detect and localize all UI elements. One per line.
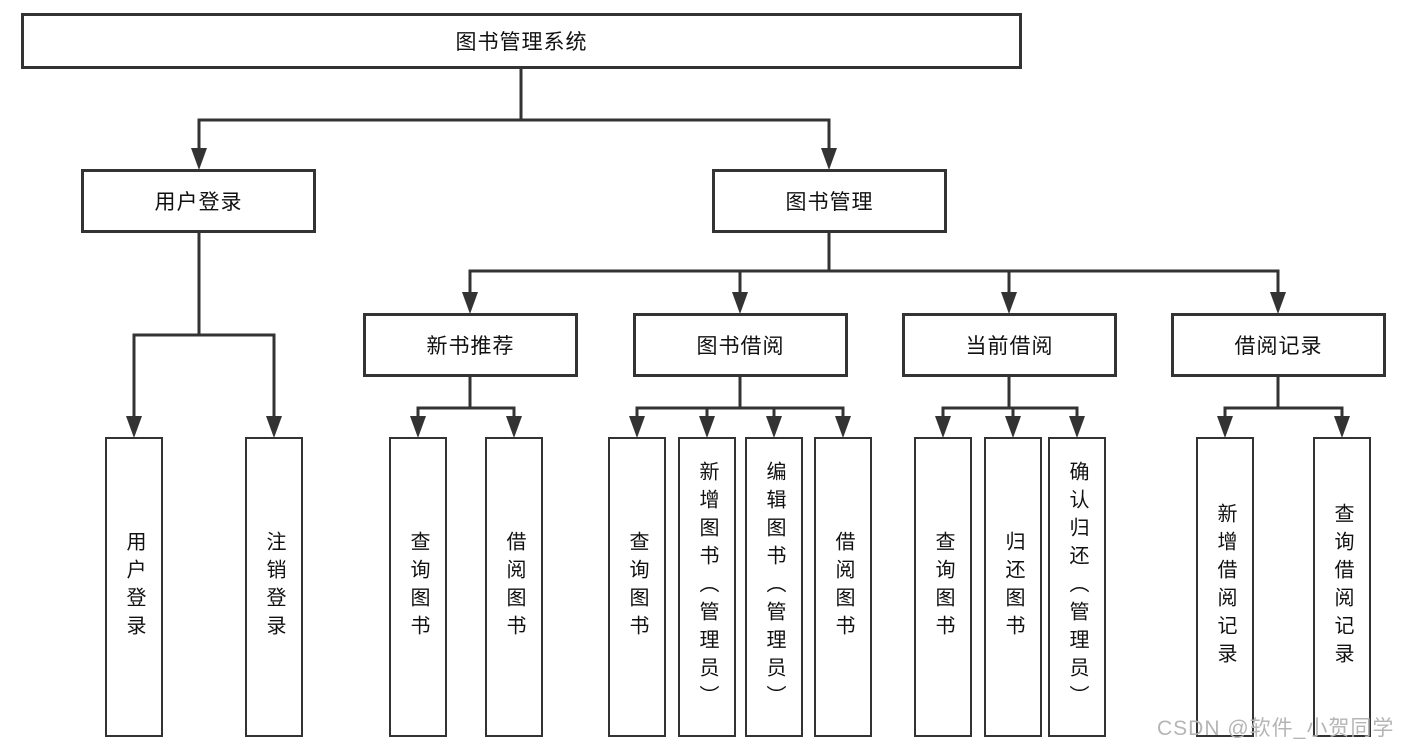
arrowhead-icon bbox=[732, 292, 748, 314]
leaf-recommend-query-books: 查询图书 bbox=[389, 437, 447, 737]
arrowhead-icon bbox=[1005, 416, 1021, 438]
leaf-current-return-books: 归还图书 bbox=[984, 437, 1042, 737]
leaf-borrow-add-books-admin: 新增图书（管理员） bbox=[678, 437, 736, 737]
leaf-borrow-borrow-books: 借阅图书 bbox=[814, 437, 872, 737]
arrowhead-icon bbox=[410, 416, 426, 438]
node-book-borrow: 图书借阅 bbox=[633, 313, 848, 377]
node-new-book-recommend: 新书推荐 bbox=[363, 313, 578, 377]
node-borrow-records: 借阅记录 bbox=[1171, 313, 1386, 377]
leaf-current-confirm-return-admin: 确认归还（管理员） bbox=[1048, 437, 1106, 737]
arrowhead-icon bbox=[266, 416, 282, 438]
arrowhead-icon bbox=[935, 416, 951, 438]
arrowhead-icon bbox=[835, 416, 851, 438]
arrowhead-icon bbox=[462, 292, 478, 314]
leaf-current-query-books: 查询图书 bbox=[914, 437, 972, 737]
leaf-user-login: 用户登录 bbox=[105, 437, 163, 737]
arrowhead-icon bbox=[1069, 416, 1085, 438]
arrowhead-icon bbox=[699, 416, 715, 438]
leaf-logout: 注销登录 bbox=[245, 437, 303, 737]
leaf-records-add-record: 新增借阅记录 bbox=[1196, 437, 1254, 737]
arrowhead-icon bbox=[126, 416, 142, 438]
arrowhead-icon bbox=[191, 148, 207, 170]
arrowhead-icon bbox=[629, 416, 645, 438]
arrowhead-icon bbox=[1001, 292, 1017, 314]
leaf-borrow-edit-books-admin: 编辑图书（管理员） bbox=[745, 437, 803, 737]
arrowhead-icon bbox=[506, 416, 522, 438]
node-book-management: 图书管理 bbox=[712, 169, 947, 233]
arrowhead-icon bbox=[766, 416, 782, 438]
arrowhead-icon bbox=[1334, 416, 1350, 438]
csdn-watermark: CSDN @软件_小贺同学 bbox=[1157, 717, 1395, 740]
node-current-borrow: 当前借阅 bbox=[902, 313, 1117, 377]
arrowhead-icon bbox=[1217, 416, 1233, 438]
node-root: 图书管理系统 bbox=[21, 13, 1022, 69]
node-user-login: 用户登录 bbox=[81, 169, 316, 233]
arrowhead-icon bbox=[821, 148, 837, 170]
leaf-recommend-borrow-books: 借阅图书 bbox=[485, 437, 543, 737]
arrowhead-icon bbox=[1270, 292, 1286, 314]
leaf-records-query-record: 查询借阅记录 bbox=[1313, 437, 1371, 737]
leaf-borrow-query-books: 查询图书 bbox=[608, 437, 666, 737]
